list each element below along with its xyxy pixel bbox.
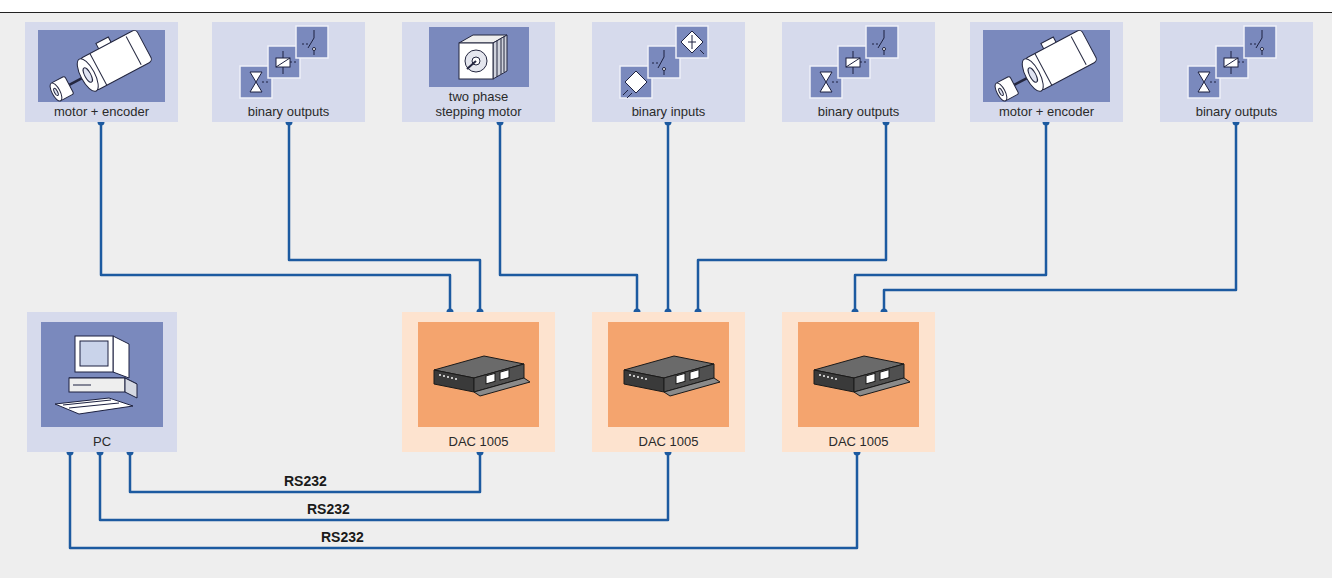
bout-symbol bbox=[240, 26, 328, 98]
node-label: binary inputs bbox=[632, 104, 706, 119]
connector bbox=[852, 119, 1050, 316]
dac-illustration bbox=[608, 322, 729, 427]
connector bbox=[98, 119, 454, 316]
connector bbox=[67, 449, 861, 549]
connector-label: RS232 bbox=[318, 529, 367, 545]
connector-line bbox=[70, 452, 857, 548]
dac-symbol bbox=[798, 322, 919, 427]
connector-line bbox=[500, 122, 637, 312]
connector-line bbox=[289, 122, 480, 312]
binary-inputs-box: binary inputs bbox=[592, 22, 745, 122]
dac-symbol bbox=[608, 322, 729, 427]
dac-illustration bbox=[418, 322, 539, 427]
motor-illustration bbox=[38, 30, 165, 102]
connector-label: RS232 bbox=[304, 501, 353, 517]
bout-symbol bbox=[810, 26, 898, 98]
connector bbox=[497, 119, 641, 316]
node-label: motor + encoder bbox=[999, 104, 1094, 119]
dac-illustration bbox=[798, 322, 919, 427]
step-symbol bbox=[429, 27, 529, 87]
motor-illustration bbox=[983, 30, 1110, 102]
connector-label: RS232 bbox=[281, 473, 330, 489]
binary-outputs-box: binary outputs bbox=[212, 22, 365, 122]
binary-outputs-box: binary outputs bbox=[782, 22, 935, 122]
node-label: DAC 1005 bbox=[449, 434, 509, 449]
bout-symbol bbox=[1188, 26, 1276, 98]
bin-symbol bbox=[620, 26, 708, 98]
dac-box: DAC 1005 bbox=[592, 312, 745, 452]
dac-symbol bbox=[418, 322, 539, 427]
motor-encoder-box: motor + encoder bbox=[25, 22, 178, 122]
connector bbox=[127, 449, 484, 493]
bout-illustration bbox=[212, 24, 365, 102]
connector bbox=[695, 119, 890, 316]
bin-illustration bbox=[592, 24, 745, 102]
node-label: binary outputs bbox=[1196, 104, 1278, 119]
connector-line bbox=[130, 452, 480, 492]
connector-line bbox=[100, 452, 668, 520]
connector-line bbox=[884, 122, 1236, 312]
connector-line bbox=[101, 122, 450, 312]
binary-outputs-box: binary outputs bbox=[1160, 22, 1313, 122]
connector bbox=[881, 119, 1240, 316]
dac-box: DAC 1005 bbox=[782, 312, 935, 452]
stepping-motor-box: two phase stepping motor bbox=[402, 22, 555, 122]
connector-line bbox=[698, 122, 886, 312]
node-label: DAC 1005 bbox=[829, 434, 889, 449]
top-rule bbox=[0, 12, 1332, 13]
node-label: two phase stepping motor bbox=[429, 89, 529, 119]
connector bbox=[97, 449, 672, 521]
connector-line bbox=[855, 122, 1046, 312]
connector bbox=[286, 119, 484, 316]
bout-illustration bbox=[782, 24, 935, 102]
connector-line bbox=[667, 122, 670, 312]
motor-symbol bbox=[983, 24, 1110, 110]
connector bbox=[665, 119, 672, 316]
motor-encoder-box: motor + encoder bbox=[970, 22, 1123, 122]
node-label: binary outputs bbox=[818, 104, 900, 119]
pc-symbol bbox=[41, 322, 163, 427]
node-label: DAC 1005 bbox=[639, 434, 699, 449]
panel bbox=[0, 13, 1332, 578]
motor-symbol bbox=[38, 24, 165, 110]
pc-illustration bbox=[41, 322, 163, 427]
bout-illustration bbox=[1160, 24, 1313, 102]
node-label: motor + encoder bbox=[54, 104, 149, 119]
pc-box: PC bbox=[27, 312, 177, 452]
dac-box: DAC 1005 bbox=[402, 312, 555, 452]
node-label: binary outputs bbox=[248, 104, 330, 119]
node-label: PC bbox=[93, 434, 111, 449]
step-illustration bbox=[429, 27, 529, 87]
